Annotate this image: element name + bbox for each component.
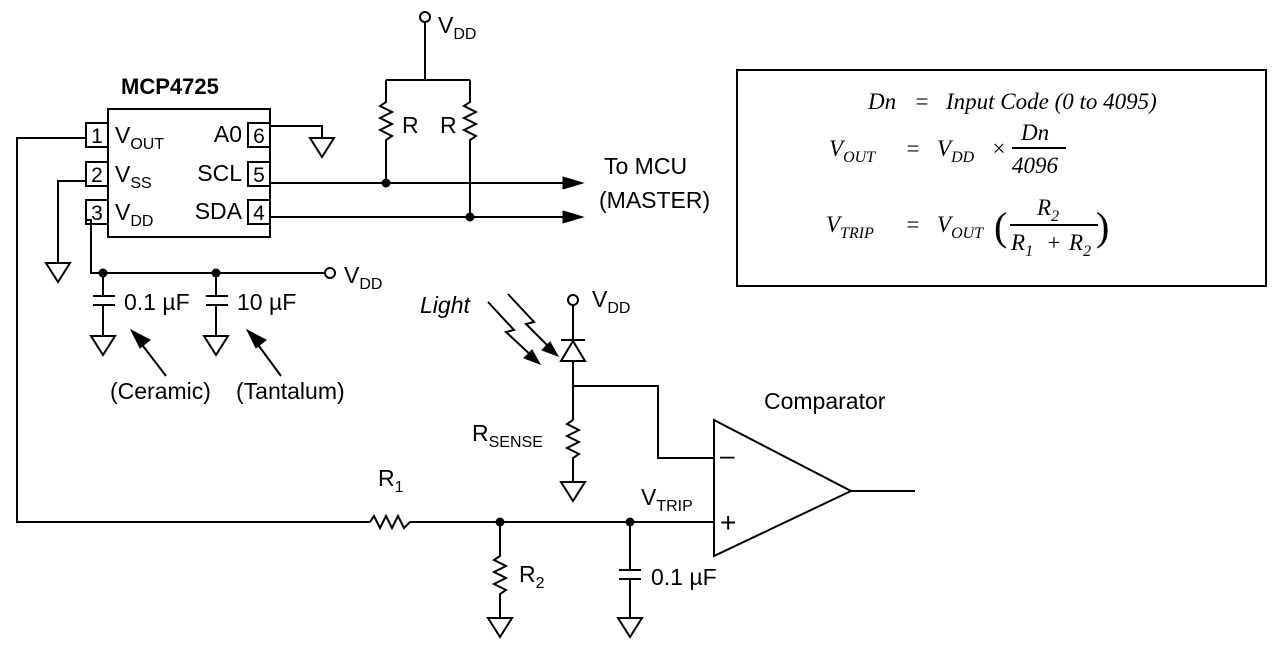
pin-4-number: 4: [253, 202, 265, 225]
vdd-photodiode-label: VDD: [592, 286, 630, 317]
equation-vout-line: VOUT=VDD×: [829, 136, 1007, 166]
vdd-pullup-terminal: [419, 11, 431, 23]
junction-scl: [381, 178, 391, 188]
a0-ground-symbol: [308, 137, 336, 159]
pin-6-box: [247, 122, 271, 148]
rsense-resistor: [564, 419, 582, 482]
pin-1-number: 1: [91, 125, 103, 148]
sda-bus-arrow: [562, 210, 585, 224]
vdd-rail-label: VDD: [344, 262, 382, 293]
ceramic-pointer-line: [139, 341, 167, 377]
pin-1-label: VOUT: [115, 122, 164, 153]
pin-1-box: [85, 122, 109, 148]
pin-5-label: SCL: [197, 160, 242, 186]
equation-vtrip-denominator: R1+R2: [1010, 230, 1091, 260]
cap1-type: (Ceramic): [110, 378, 211, 404]
cap1-value: 0.1 µF: [124, 289, 190, 315]
light-label: Light: [420, 292, 471, 318]
scl-bus-arrow: [562, 176, 585, 190]
vtrip-label: VTRIP: [641, 484, 693, 515]
equation-vtrip-right-paren: ): [1096, 204, 1109, 249]
vdd-rail-terminal: [324, 267, 336, 279]
equation-vtrip-left-paren: (: [994, 204, 1007, 249]
tantalum-pointer-line: [255, 341, 282, 377]
pullup-scl-label: R: [402, 112, 419, 138]
pullup-resistor-sda: [461, 80, 479, 217]
rsense-label: RSENSE: [472, 420, 543, 451]
mcu-label-line2: (MASTER): [599, 187, 710, 213]
r2-label: R2: [519, 561, 545, 592]
pin-5-box: [247, 161, 271, 187]
r1-label: R1: [378, 465, 404, 496]
r2-ground-symbol: [486, 617, 514, 639]
comparator-minus-input: –: [720, 440, 735, 470]
pin-5-number: 5: [253, 164, 265, 187]
ceramic-pointer-head: [129, 328, 151, 349]
equation-vtrip-numerator: R2: [1036, 195, 1059, 225]
comparator-body: [713, 418, 854, 558]
mcu-label-line1: To MCU: [604, 153, 687, 179]
pin-3-number: 3: [91, 202, 103, 225]
vdd-pullup-label: VDD: [438, 12, 476, 43]
comparator-label: Comparator: [764, 388, 886, 414]
cap2-value: 10 µF: [237, 289, 296, 315]
sense-to-comparator-wire: [573, 385, 714, 459]
pin-3-box: [85, 199, 109, 225]
equation-dn-line: Dn=Input Code (0 to 4095): [867, 89, 1157, 114]
pin-6-label: A0: [214, 121, 242, 147]
equation-vout-denominator: 4096: [1012, 153, 1059, 178]
pin-2-label: VSS: [115, 161, 152, 192]
tantalum-pointer-head: [245, 328, 267, 349]
vtrip-cap-ground-symbol: [616, 617, 644, 639]
cap2-type: (Tantalum): [236, 378, 345, 404]
vss-ground-symbol: [44, 262, 72, 284]
equation-vout-numerator: Dn: [1020, 120, 1049, 145]
photodiode-body: [559, 339, 587, 362]
chip-name: MCP4725: [121, 74, 219, 99]
rsense-ground-symbol: [559, 481, 587, 503]
r2-resistor: [491, 522, 509, 618]
vdd-photodiode-terminal: [567, 294, 579, 306]
light-ray-2: [507, 293, 553, 351]
vdd-pin-wire: [86, 219, 325, 274]
equation-box: [736, 69, 1267, 287]
cap1-ground-symbol: [89, 335, 117, 357]
pin-2-box: [85, 161, 109, 187]
pin-2-number: 2: [91, 164, 103, 187]
pin-4-label: SDA: [195, 198, 243, 224]
light-ray-2-head: [541, 341, 560, 357]
vss-wire: [57, 180, 86, 263]
pin-4-box: [247, 199, 271, 225]
junction-sda: [465, 212, 475, 222]
vtrip-cap-value: 0.1 µF: [651, 564, 717, 590]
light-ray-1: [487, 301, 535, 359]
light-ray-1-head: [523, 349, 542, 365]
a0-wire: [270, 125, 323, 138]
pullup-sda-label: R: [440, 112, 457, 138]
comparator-plus-input: +: [720, 507, 736, 538]
r1-resistor-and-vtrip-wire: [369, 513, 714, 531]
pin-3-label: VDD: [115, 199, 153, 230]
vout-feed-wire: [16, 137, 370, 523]
equation-vtrip-line: VTRIP=VOUT: [826, 212, 984, 242]
pullup-resistor-scl: [377, 80, 395, 183]
pin-6-number: 6: [253, 125, 265, 148]
cap2-ground-symbol: [202, 335, 230, 357]
